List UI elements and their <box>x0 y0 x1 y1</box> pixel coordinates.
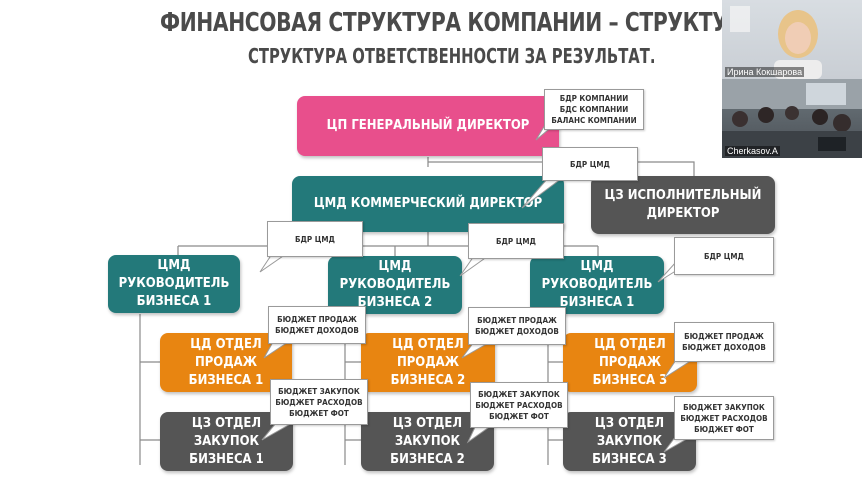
meeting-room-image <box>722 79 862 158</box>
callout-purchasing-2-budgets: БЮДЖЕТ ЗАКУПОК БЮДЖЕТ РАСХОДОВ БЮДЖЕТ ФО… <box>470 382 568 428</box>
callout-purchasing-1-budgets: БЮДЖЕТ ЗАКУПОК БЮДЖЕТ РАСХОДОВ БЮДЖЕТ ФО… <box>270 379 368 425</box>
business-head-1-box: ЦМД РУКОВОДИТЕЛЬ БИЗНЕСА 1 <box>108 255 240 313</box>
participant-video-2[interactable]: Cherkasov.A <box>722 79 862 158</box>
purchasing-dept-1-box: ЦЗ ОТДЕЛ ЗАКУПОК БИЗНЕСА 1 <box>160 412 293 471</box>
participant-avatar-icon <box>730 6 822 79</box>
business-head-3-box: ЦМД РУКОВОДИТЕЛЬ БИЗНЕСА 1 <box>530 256 664 314</box>
business-head-2-box: ЦМД РУКОВОДИТЕЛЬ БИЗНЕСА 2 <box>328 256 462 314</box>
executive-director-box: ЦЗ ИСПОЛНИТЕЛЬНЫЙ ДИРЕКТОР <box>591 176 775 234</box>
callout-purchasing-3-budgets: БЮДЖЕТ ЗАКУПОК БЮДЖЕТ РАСХОДОВ БЮДЖЕТ ФО… <box>674 396 774 440</box>
slide-subtitle: СТРУКТУРА ОТВЕТСТВЕННОСТИ ЗА РЕЗУЛЬТАТ. <box>248 44 656 68</box>
callout-sales-3-budgets: БЮДЖЕТ ПРОДАЖ БЮДЖЕТ ДОХОДОВ <box>674 322 774 362</box>
callout-ceo-budgets: БДР КОМПАНИИ БДС КОМПАНИИ БАЛАНС КОМПАНИ… <box>544 89 644 130</box>
ceo-box: ЦП ГЕНЕРАЛЬНЫЙ ДИРЕКТОР <box>297 96 559 156</box>
callout-sales-2-budgets: БЮДЖЕТ ПРОДАЖ БЮДЖЕТ ДОХОДОВ <box>468 307 566 345</box>
callout-business-2-budget: БДР ЦМД <box>468 223 564 259</box>
participant-video-1[interactable]: Ирина Кокшарова <box>722 0 862 79</box>
callout-business-1-budget: БДР ЦМД <box>267 221 363 257</box>
participant-name: Ирина Кокшарова <box>725 67 805 77</box>
participant-name: Cherkasov.A <box>725 146 780 156</box>
callout-commercial-budget: БДР ЦМД <box>542 147 638 181</box>
callout-business-3-budget: БДР ЦМД <box>674 237 774 275</box>
callout-sales-1-budgets: БЮДЖЕТ ПРОДАЖ БЮДЖЕТ ДОХОДОВ <box>268 306 366 344</box>
